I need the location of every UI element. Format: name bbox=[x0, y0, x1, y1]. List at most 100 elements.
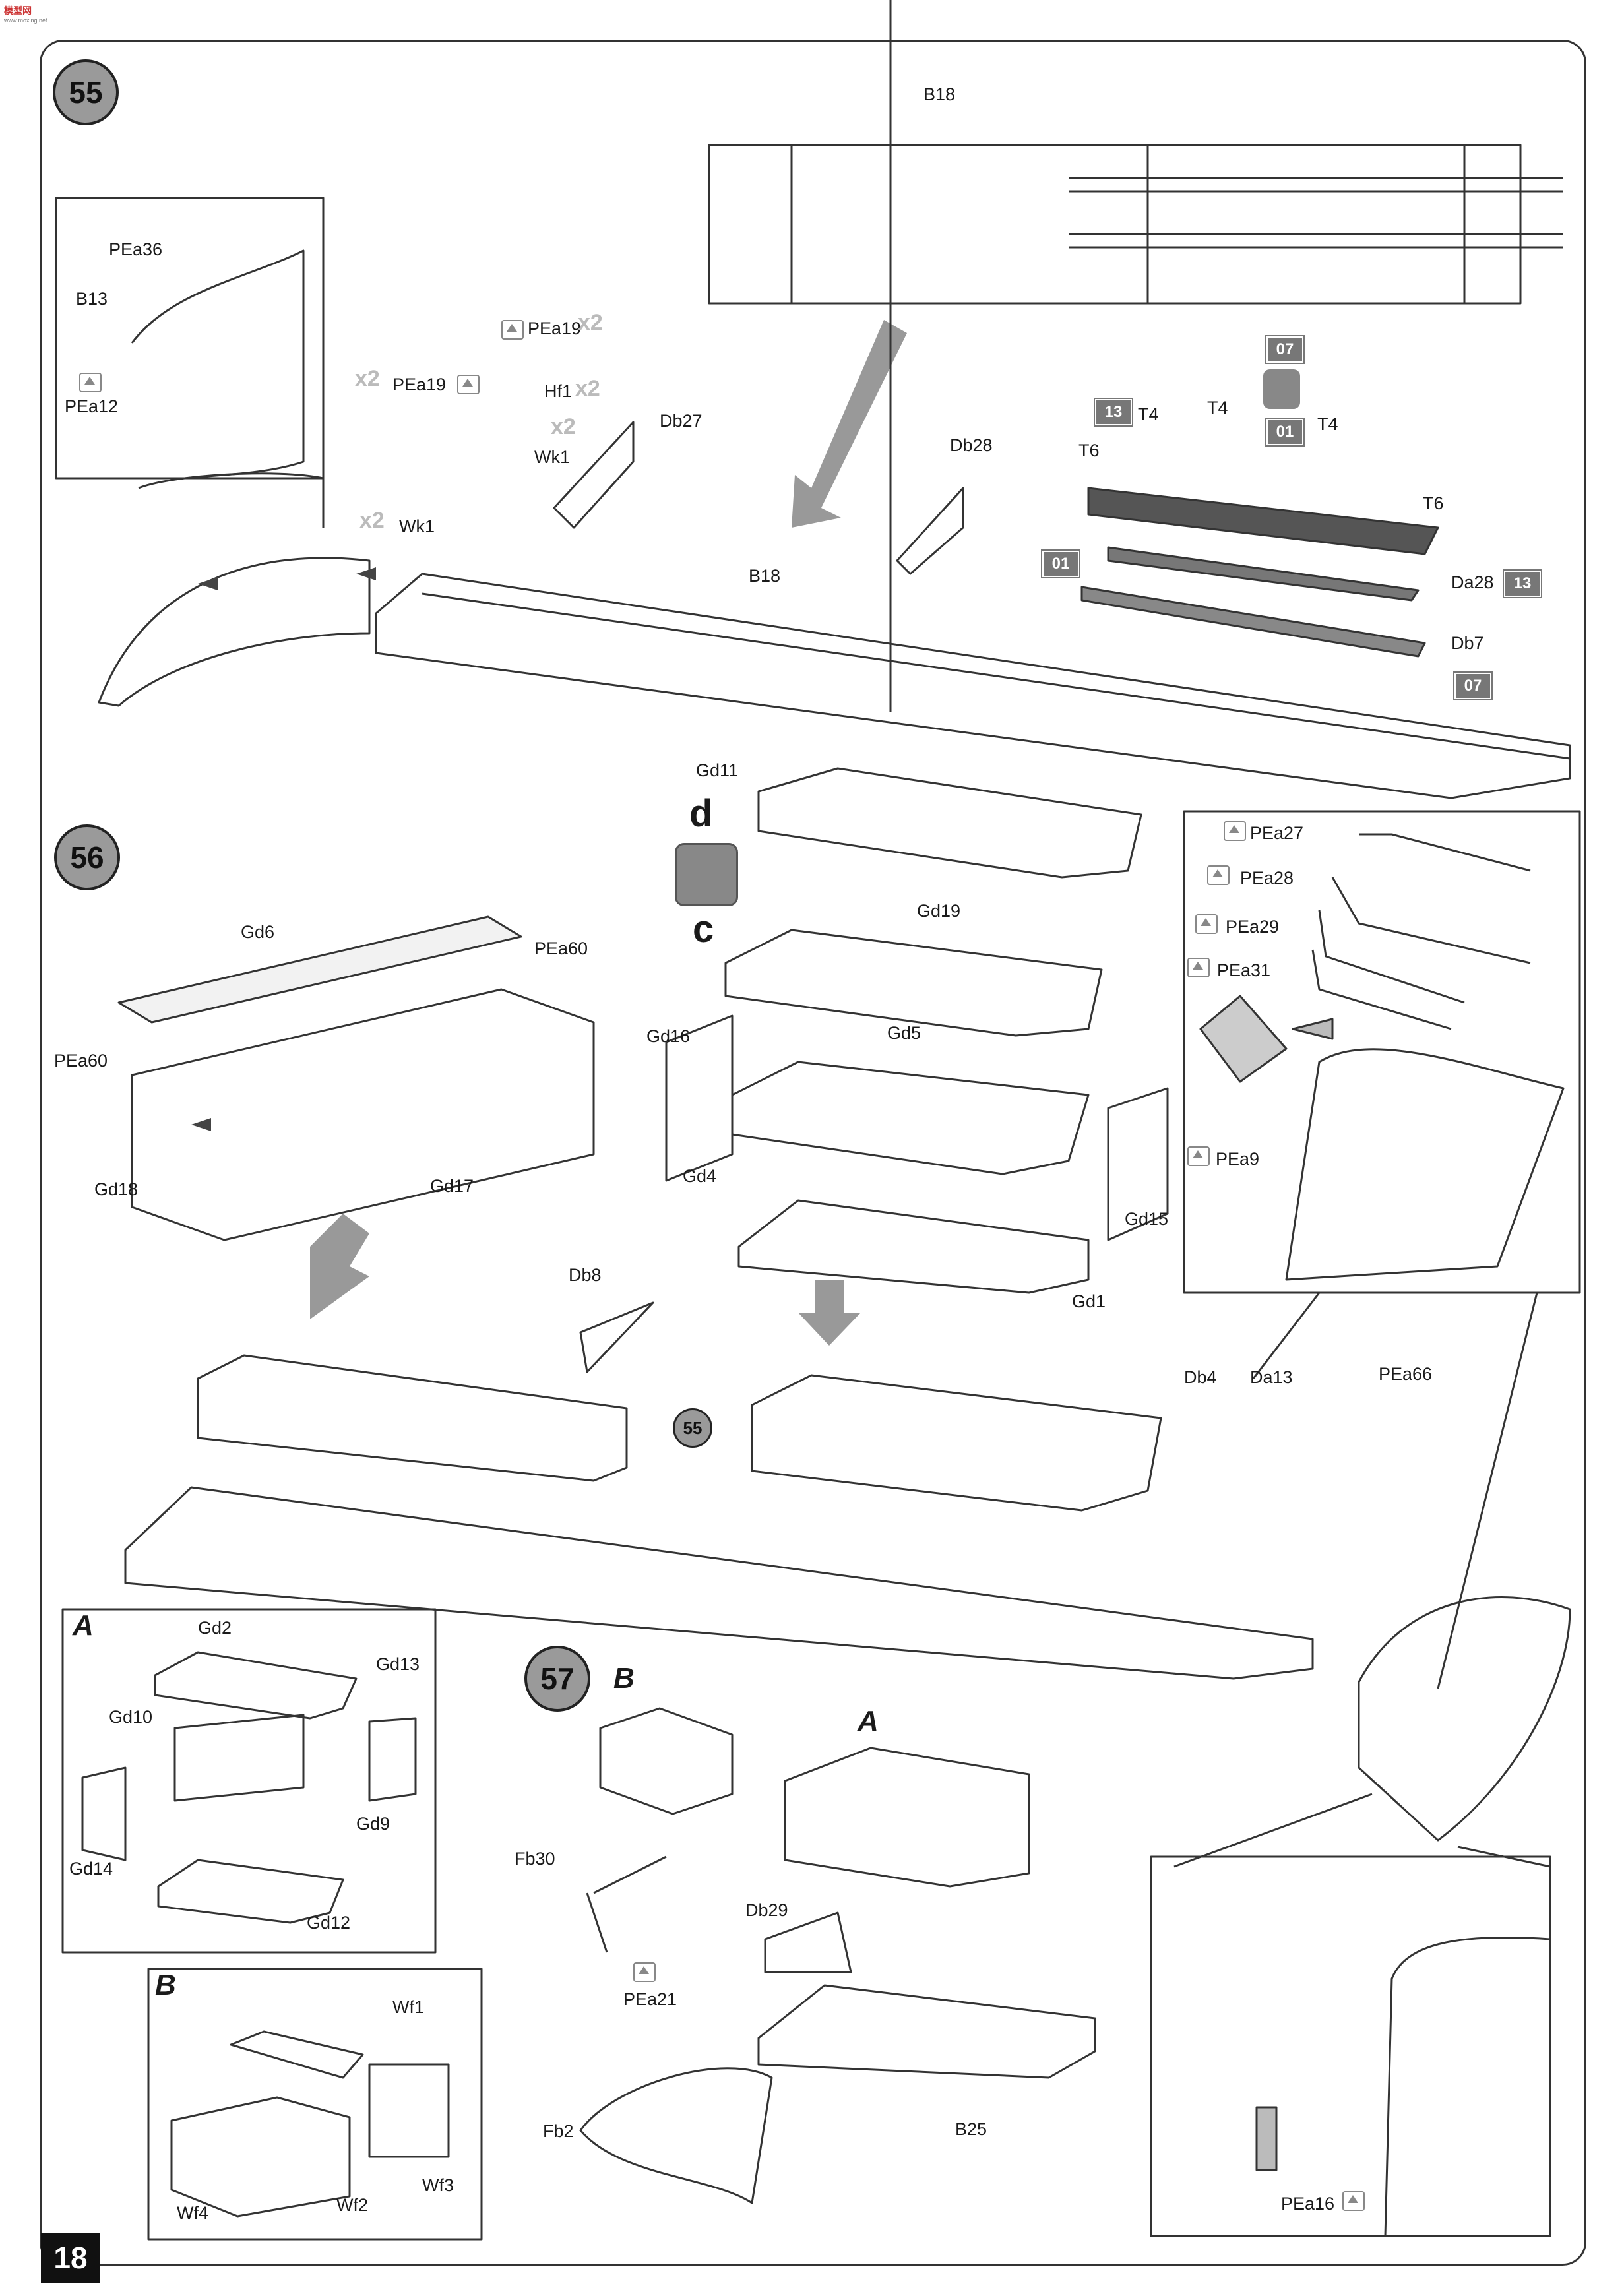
page-frame bbox=[40, 40, 1586, 2266]
part-label: PEa60 bbox=[534, 939, 588, 958]
inset-pea16-box bbox=[1150, 1855, 1551, 2237]
part-label: PEa36 bbox=[109, 239, 163, 259]
chassis-b18 bbox=[375, 573, 1571, 799]
color-code-chip: 13 bbox=[1095, 399, 1132, 425]
site-logo-text: 模型网 bbox=[4, 5, 32, 16]
part-label: Db8 bbox=[569, 1265, 602, 1285]
part-label: Wk1 bbox=[534, 447, 570, 467]
photo-etch-icon bbox=[1207, 865, 1230, 885]
assembly-arrow-2 bbox=[310, 1214, 369, 1319]
part-label: Fb30 bbox=[515, 1849, 555, 1869]
part-label: T6 bbox=[1078, 441, 1100, 460]
part-label: PEa16 bbox=[1281, 2194, 1335, 2214]
part-label: PEa19 bbox=[528, 319, 582, 338]
fender-left bbox=[98, 557, 371, 707]
fender-right bbox=[1358, 1596, 1571, 1842]
chassis-top-view bbox=[708, 144, 1522, 305]
photo-etch-icon bbox=[501, 320, 524, 340]
color-code-chip: 01 bbox=[1042, 551, 1079, 577]
quantity-multiplier: x2 bbox=[355, 366, 380, 391]
part-label: Db29 bbox=[745, 1900, 788, 1920]
part-label: PEa21 bbox=[623, 1989, 677, 2009]
part-label: Wf4 bbox=[177, 2203, 209, 2223]
part-label: B25 bbox=[955, 2119, 987, 2139]
part-label: T4 bbox=[1207, 398, 1228, 418]
quantity-multiplier: x2 bbox=[575, 376, 600, 401]
photo-etch-icon bbox=[1342, 2191, 1365, 2211]
color-code-chip: 07 bbox=[1454, 673, 1491, 699]
part-label: B13 bbox=[76, 289, 108, 309]
subassembly-a-letter: A bbox=[858, 1705, 879, 1737]
photo-etch-icon bbox=[1195, 914, 1218, 934]
step-55-reference-badge: 55 bbox=[673, 1408, 712, 1448]
part-label: Fb2 bbox=[543, 2121, 574, 2141]
photo-etch-icon bbox=[1187, 958, 1210, 977]
toolbox-gd17 bbox=[131, 988, 595, 1241]
part-label: Gd16 bbox=[646, 1026, 691, 1046]
inset-a-letter: A bbox=[73, 1609, 94, 1642]
part-label: Gd14 bbox=[69, 1859, 113, 1878]
part-label: Db7 bbox=[1451, 633, 1484, 653]
part-label: Gd2 bbox=[198, 1618, 232, 1638]
part-label: Gd15 bbox=[1125, 1209, 1169, 1229]
part-label: PEa28 bbox=[1240, 868, 1294, 888]
part-label: Wf3 bbox=[422, 2175, 454, 2195]
part-label: Gd5 bbox=[887, 1023, 921, 1043]
photo-etch-icon bbox=[457, 375, 480, 394]
inset-b-box bbox=[147, 1968, 483, 2241]
part-label: PEa19 bbox=[392, 375, 447, 394]
part-label: Wf2 bbox=[336, 2195, 369, 2215]
inset-b13-box bbox=[55, 197, 325, 480]
part-label: Wk1 bbox=[399, 516, 435, 536]
part-label: Gd18 bbox=[94, 1179, 139, 1199]
part-label: PEa60 bbox=[54, 1051, 108, 1070]
part-label: Db27 bbox=[660, 411, 703, 431]
step-55-badge: 55 bbox=[53, 59, 119, 125]
part-label: PEa27 bbox=[1250, 823, 1304, 843]
flip-mark-bottom: c bbox=[693, 908, 714, 950]
photo-etch-icon bbox=[633, 1962, 656, 1982]
part-label: PEa66 bbox=[1379, 1364, 1433, 1384]
part-label: B18 bbox=[749, 566, 781, 586]
part-label: Gd1 bbox=[1072, 1291, 1106, 1311]
step-57-badge: 57 bbox=[524, 1646, 590, 1712]
flip-arrows-icon bbox=[1263, 369, 1300, 409]
part-label: Gd6 bbox=[241, 922, 275, 942]
inset-a-box bbox=[61, 1608, 437, 1954]
flip-arrows-icon bbox=[675, 843, 738, 906]
part-label: Wf1 bbox=[392, 1997, 425, 2017]
part-label: Gd10 bbox=[109, 1707, 153, 1727]
part-label: PEa29 bbox=[1226, 917, 1280, 937]
inset-pe-box bbox=[1183, 810, 1581, 1294]
part-label: Gd9 bbox=[356, 1814, 390, 1834]
part-label: Gd19 bbox=[917, 901, 961, 921]
flip-mark-top: d bbox=[689, 792, 713, 835]
part-label: T4 bbox=[1317, 414, 1338, 434]
part-label: Da28 bbox=[1451, 573, 1494, 592]
part-label: Da13 bbox=[1250, 1367, 1293, 1387]
part-label: Db28 bbox=[950, 435, 993, 455]
quantity-multiplier: x2 bbox=[551, 414, 576, 439]
quantity-multiplier: x2 bbox=[578, 310, 603, 335]
part-label: Gd4 bbox=[683, 1166, 717, 1186]
assembly-arrow-3 bbox=[798, 1280, 861, 1346]
part-label: Gd12 bbox=[307, 1913, 351, 1933]
photo-etch-icon bbox=[1187, 1146, 1210, 1166]
step-56-badge: 56 bbox=[54, 824, 120, 890]
subassembly-b-letter: B bbox=[613, 1662, 635, 1694]
color-code-chip: 01 bbox=[1266, 419, 1303, 445]
site-logo: 模型网 www.moxing.net bbox=[4, 4, 47, 24]
color-code-chip: 07 bbox=[1266, 336, 1303, 363]
chassis-step56 bbox=[124, 1486, 1314, 1680]
part-label: PEa12 bbox=[65, 396, 119, 416]
part-label: PEa31 bbox=[1217, 960, 1271, 980]
site-logo-url: www.moxing.net bbox=[4, 17, 47, 24]
quantity-multiplier: x2 bbox=[359, 508, 385, 533]
part-label: T6 bbox=[1423, 493, 1444, 513]
lid-gd11 bbox=[757, 767, 1142, 879]
assembly-arrow-1 bbox=[792, 320, 907, 528]
part-label: Gd17 bbox=[430, 1176, 474, 1196]
part-label: T4 bbox=[1138, 404, 1159, 424]
